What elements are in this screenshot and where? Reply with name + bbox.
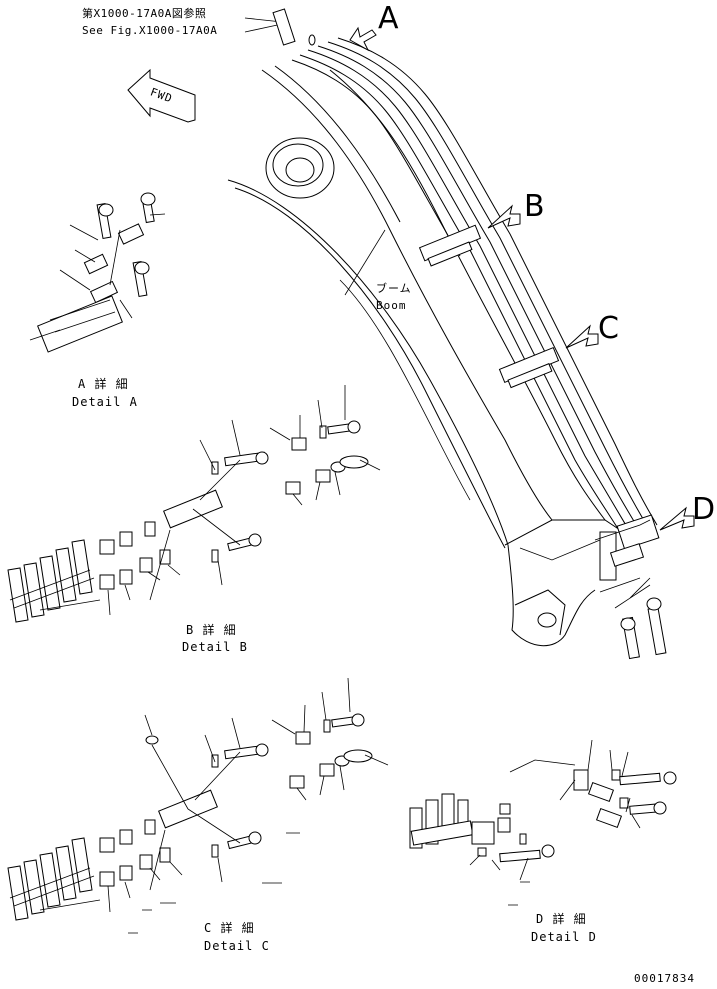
boom-label-jp: ブーム [376,282,412,295]
arrow-a [349,26,377,52]
clamp-c [498,346,560,389]
detail-a-parts [29,192,166,353]
detail-a-title-en: Detail A [72,395,138,409]
arrow-d [659,506,695,531]
boom-end-d-area [594,514,667,660]
detail-c-parts [7,677,389,934]
callout-d: D [692,492,716,527]
boom-label-en: Boom [376,299,407,312]
hose-bundle [291,37,658,541]
callout-c: C [598,311,619,346]
arrow-c [565,324,599,349]
drawing-number: 00017834 [634,972,695,985]
reference-en: See Fig.X1000-17A0A [82,24,218,37]
detail-d-title-en: Detail D [531,930,597,944]
callout-a: A [378,1,399,36]
detail-c-title-jp: C 詳 細 [204,921,255,935]
detail-a-title-jp: A 詳 細 [78,377,129,391]
detail-c-title-en: Detail C [204,939,270,953]
clamp-b [418,224,482,267]
callout-b: B [524,189,545,224]
detail-d-parts [409,739,677,906]
boom-body [227,65,621,647]
reference-jp: 第X1000-17A0A図参照 [82,7,207,20]
arrow-b [487,204,521,229]
detail-b-title-en: Detail B [182,640,248,654]
fwd-arrow [127,68,196,123]
detail-b-title-jp: B 詳 細 [186,623,237,637]
detail-b-parts [7,385,381,623]
detail-d-title-jp: D 詳 細 [536,912,587,926]
